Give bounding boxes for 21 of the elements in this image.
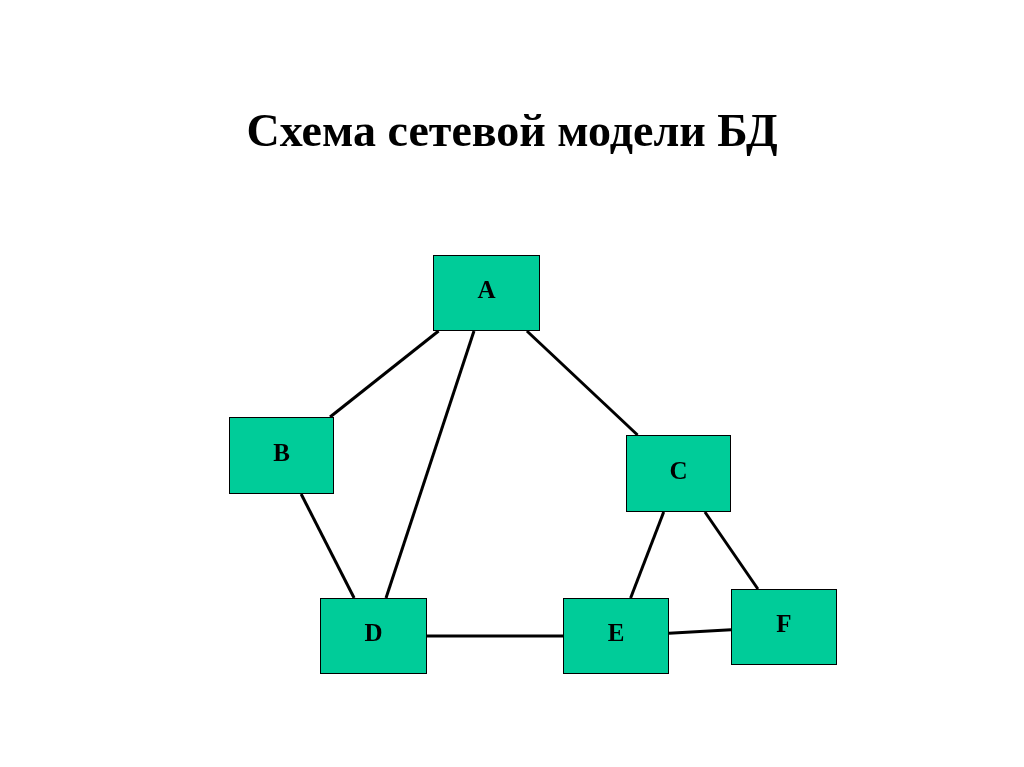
record-label: B <box>273 438 290 467</box>
connector-line <box>299 493 356 599</box>
record-box <box>563 598 669 674</box>
connector-line <box>329 329 440 419</box>
connector-line <box>703 511 760 590</box>
connector-line <box>384 330 476 599</box>
record-label: E <box>607 619 625 647</box>
diagram-title: Схема сетевой модели БД <box>246 104 778 157</box>
connector-line <box>427 634 563 638</box>
connector-line <box>525 329 639 437</box>
record-label: C <box>669 456 688 485</box>
record-label: A <box>477 276 496 304</box>
record-box <box>320 598 427 674</box>
record-label: D <box>364 619 383 647</box>
connector-line <box>668 628 732 635</box>
record-box <box>626 435 731 512</box>
record-box <box>229 417 334 494</box>
connector-line <box>629 511 666 599</box>
record-box <box>731 589 837 665</box>
record-box <box>433 255 540 331</box>
record-label: F <box>776 610 792 638</box>
